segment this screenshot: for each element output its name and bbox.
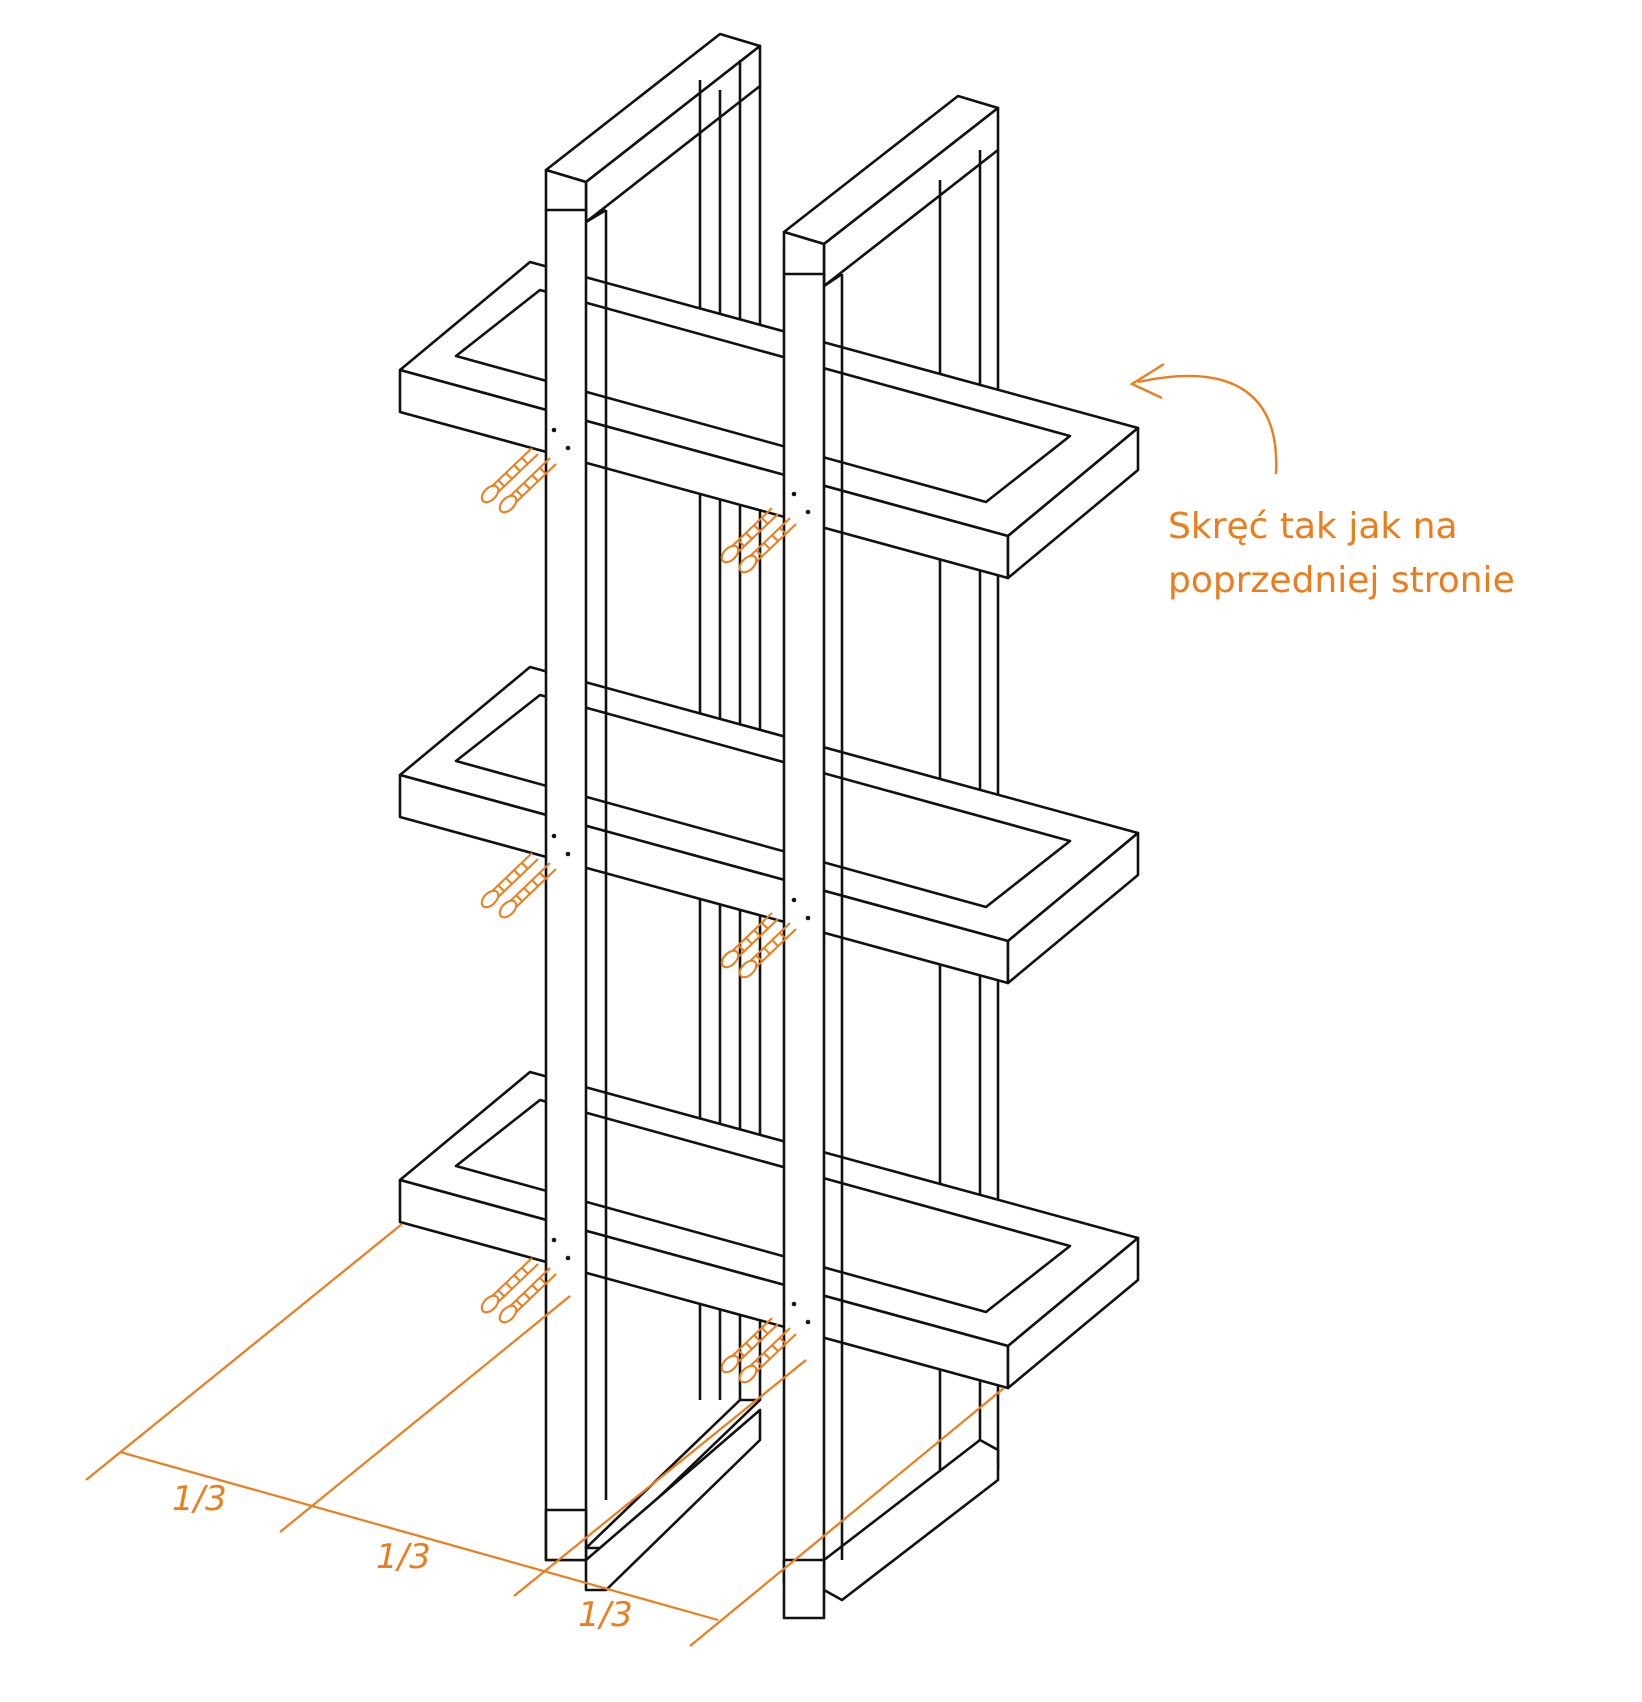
instruction-line-2: poprzedniej stronie — [1168, 560, 1515, 601]
shelf-frame-bottom — [398, 1070, 1140, 1390]
assembly-instruction: Skręć tak jak na poprzedniej stronie — [1168, 500, 1588, 608]
dimension-lines — [85, 1223, 1005, 1647]
dimension-label-2: 1/3 — [376, 1537, 431, 1577]
wooden-frame-structure — [398, 32, 1140, 1620]
pilot-hole-dots — [551, 427, 811, 1325]
curved-arrow-icon — [1129, 362, 1278, 475]
screw-icon — [477, 852, 557, 922]
screw-icon — [477, 447, 557, 517]
dimension-label-1: 1/3 — [172, 1479, 227, 1519]
shelf-frame-middle — [398, 665, 1140, 985]
screw-icon — [477, 1257, 557, 1327]
front-right-post — [782, 272, 844, 1620]
dimension-label-3: 1/3 — [578, 1595, 633, 1635]
instruction-line-1: Skręć tak jak na — [1168, 506, 1458, 547]
front-left-post — [544, 208, 762, 1592]
shelf-frame-top — [398, 260, 1140, 580]
